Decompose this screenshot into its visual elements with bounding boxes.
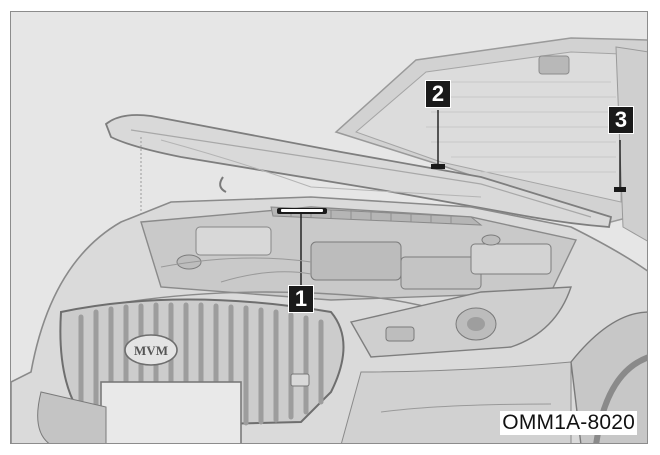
callout-3: 3 xyxy=(608,106,634,134)
grille-badge-text: MVM xyxy=(134,343,168,358)
image-code: OMM1A-8020 xyxy=(500,411,637,435)
car-open-hood-drawing: MVM xyxy=(11,12,647,443)
illustration-frame: MVM 2 3 1 OMM1A-8020 xyxy=(10,11,648,444)
callout-2: 2 xyxy=(425,80,451,108)
grille-badge xyxy=(124,334,178,366)
callout-1: 1 xyxy=(288,285,314,313)
